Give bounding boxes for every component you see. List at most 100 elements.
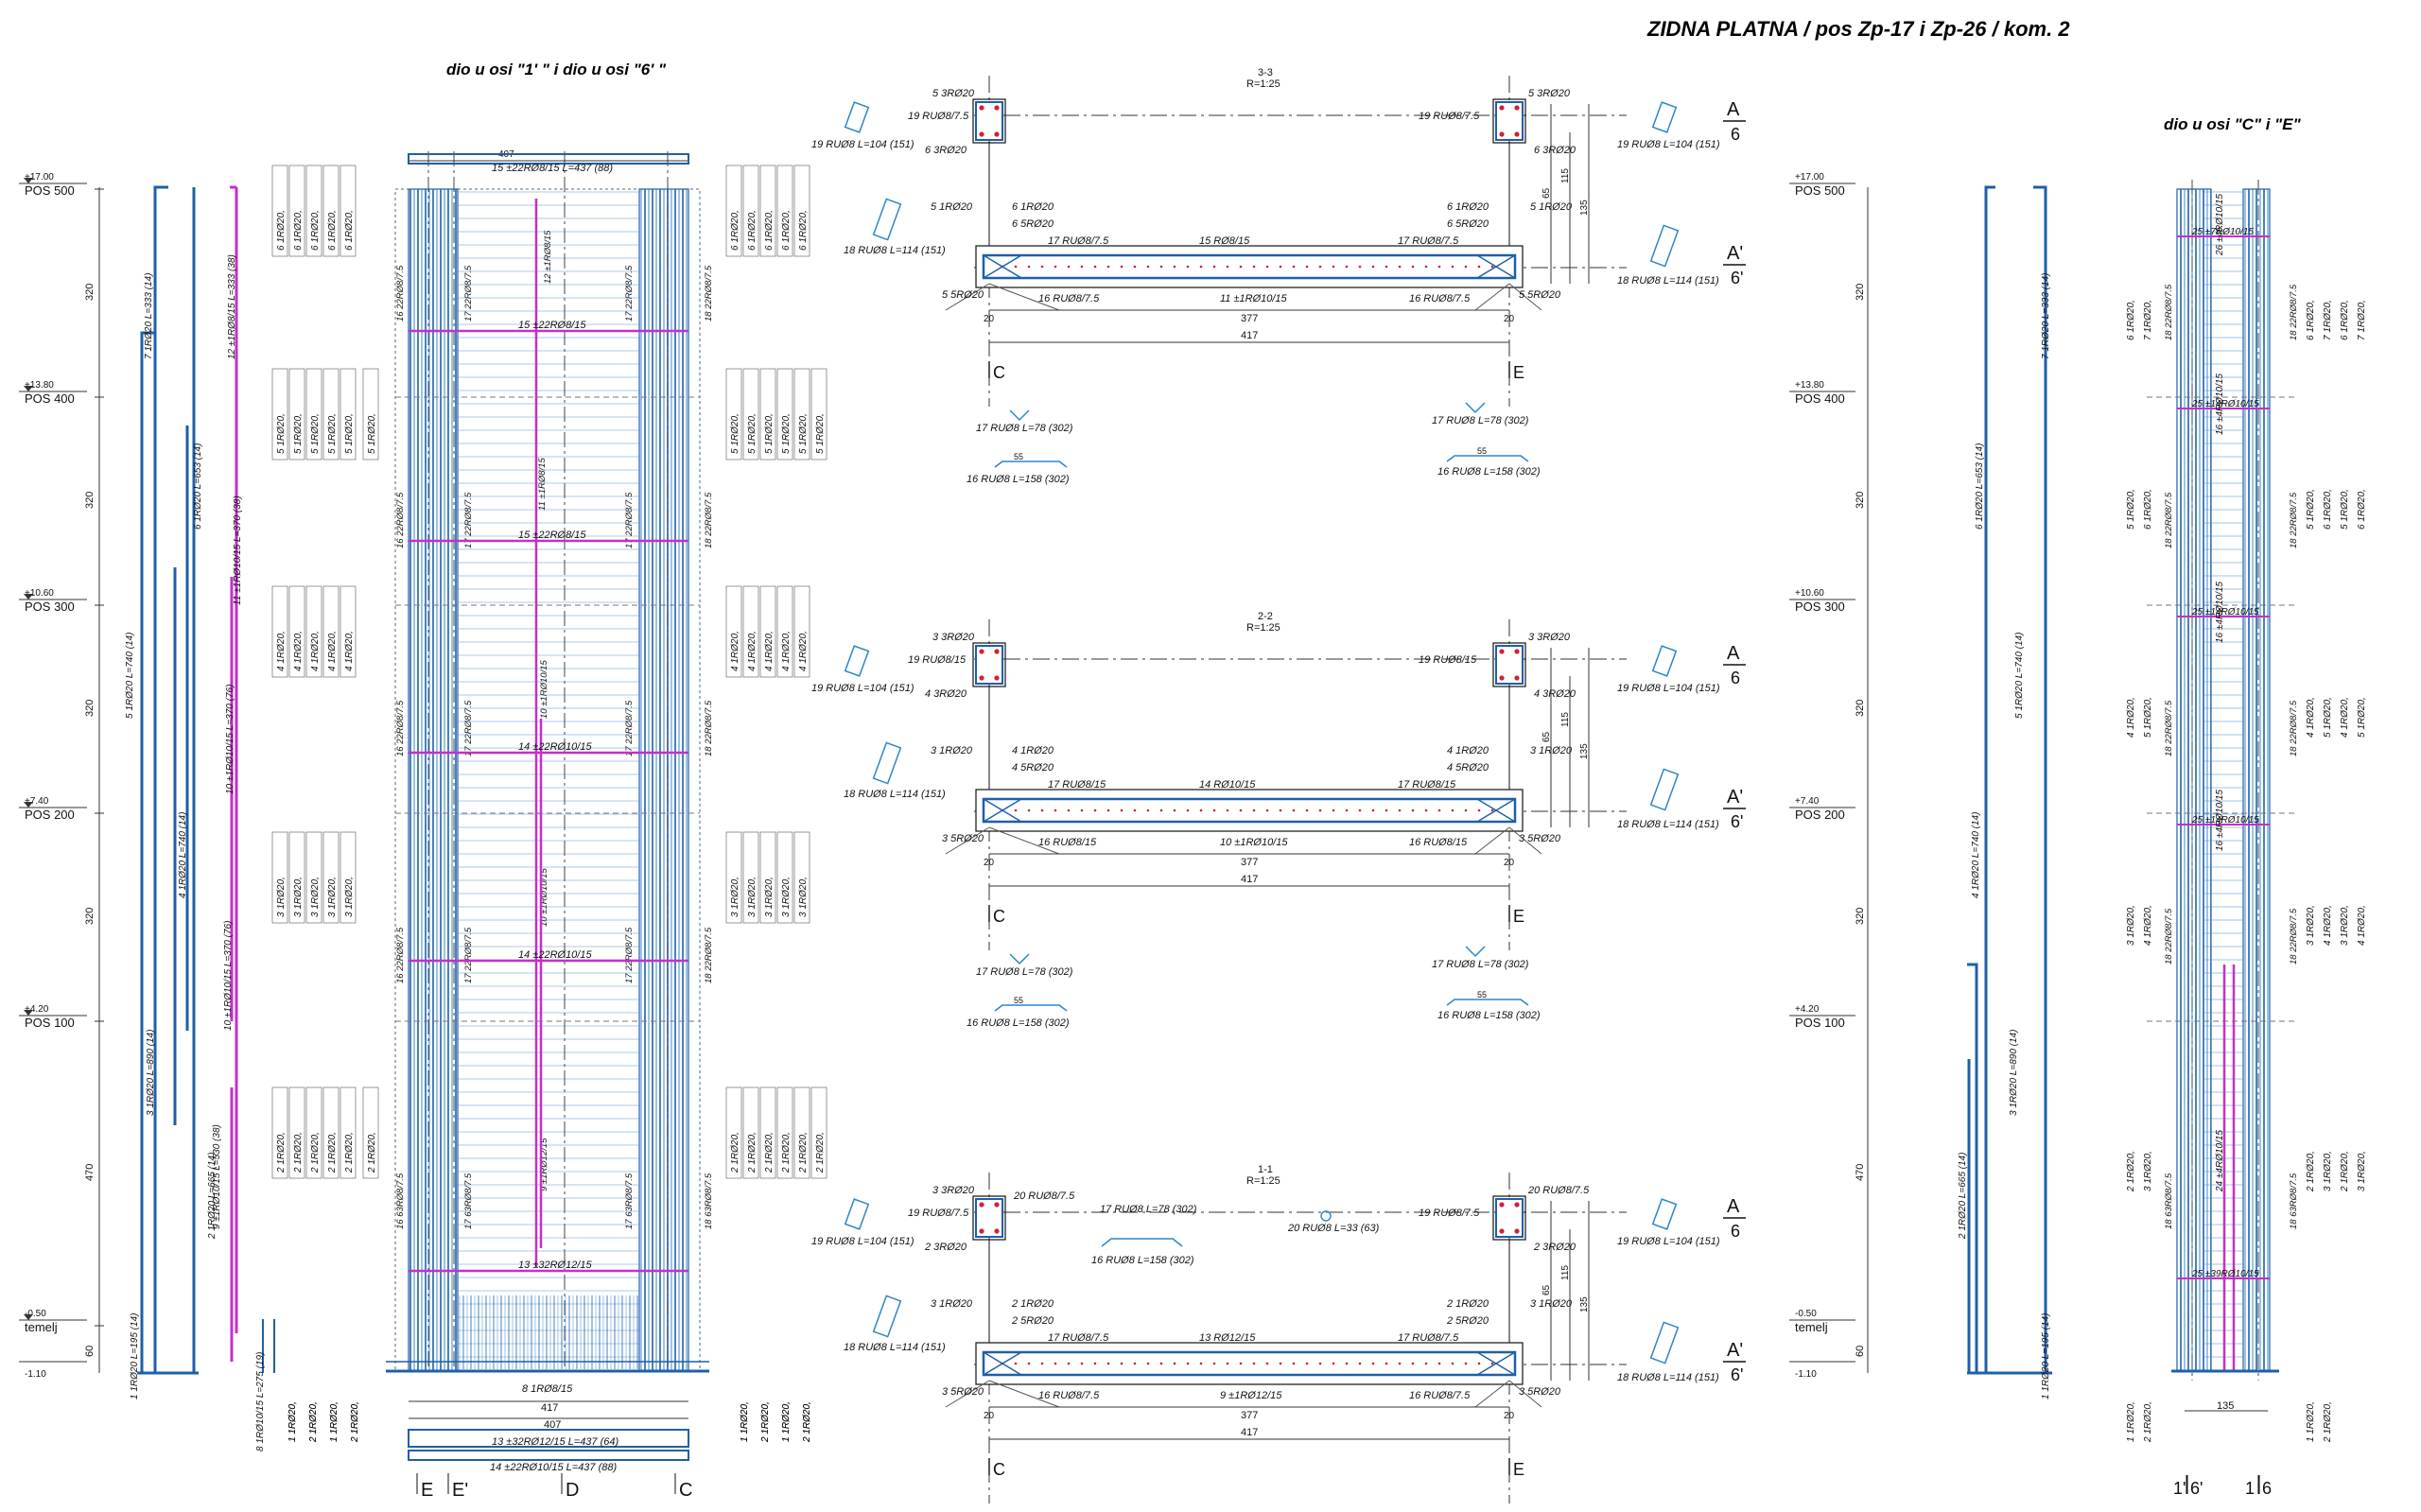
left-bottom-bar14: 14 ±22RØ10/15 L=437 (88)	[490, 1462, 617, 1473]
bar-callout: 6 1RØ20,	[310, 210, 321, 251]
vertical-mesh-label: 24 ±4RØ10/15	[2215, 1130, 2225, 1192]
bar-callout: 3 1RØ20,	[781, 877, 792, 917]
bar-callout: 5 1RØ20,	[2357, 697, 2367, 738]
bar-callout: 2 1RØ20,	[747, 1132, 758, 1173]
vertical-mesh-label: 26 ±4RØ10/15	[2215, 194, 2225, 256]
horizontal-bar-label: 14 ±22RØ10/15	[518, 741, 592, 753]
bar-callout: 3 1RØ20,	[327, 877, 338, 917]
horizontal-bar-label: 13 ±32RØ12/15	[518, 1260, 592, 1271]
bar-callout: 3 1RØ20,	[2143, 1151, 2153, 1191]
section-label: 3 1RØ20	[931, 745, 973, 756]
axis-a-prime: A'	[1727, 243, 1743, 264]
bar-callout: 6 1RØ20,	[2323, 489, 2333, 530]
axis-a-sub: 6	[1731, 1222, 1740, 1241]
section-label: 19 RUØ8/15	[908, 654, 967, 666]
left-column-e	[408, 188, 459, 1372]
bar-callout: 4 1RØ20,	[781, 631, 792, 671]
bar-callout: 6 1RØ20,	[764, 210, 775, 251]
wall-bar-label: 18 22RØ8/7.5	[2289, 284, 2299, 340]
stirrup-label: 18 RUØ8 L=114 (151)	[844, 245, 946, 256]
bar-callout: 5 1RØ20,	[276, 413, 287, 454]
wall-bar-label: 18 22RØ8/7.5	[704, 492, 714, 548]
storey-dim: 320	[1855, 700, 1866, 717]
link-label: 17 RUØ8 L=78 (302)	[976, 423, 1073, 434]
dim-outer: 417	[1241, 874, 1258, 885]
bar-callout: 2 1RØ20,	[730, 1132, 740, 1173]
bar-callout: 6 1RØ20,	[781, 210, 792, 251]
section-label: 16 RUØ8/15	[1409, 837, 1468, 848]
link-label: 16 RUØ8 L=158 (302)	[1437, 466, 1541, 478]
bar-callout: 1 1RØ20,	[2306, 1401, 2316, 1442]
bar-callout: 2 1RØ20,	[2323, 1401, 2333, 1443]
bar-callout: 4 1RØ20,	[293, 631, 304, 671]
bar-callout: 2 1RØ20,	[802, 1401, 812, 1443]
left-mesh-bars	[230, 185, 275, 1373]
section-label: 11 ±1RØ10/15	[1220, 293, 1288, 304]
bar-callout: 2 1RØ20,	[308, 1401, 319, 1443]
section-label: 2 1RØ20	[1011, 1298, 1054, 1310]
left-bottom-bar8: 8 1RØ8/15	[522, 1383, 573, 1395]
bar-callout: 4 1RØ20,	[2323, 905, 2333, 946]
section-label: 20 RUØ8/7.5	[1527, 1185, 1590, 1196]
stirrup-label: 19 RUØ8 L=104 (151)	[811, 139, 914, 150]
axis-c: C	[993, 907, 1005, 926]
axis-a-prime: A'	[1727, 1340, 1743, 1361]
section-label: 16 RUØ8/7.5	[1038, 293, 1100, 304]
bar-callout: 5 1RØ20,	[344, 413, 355, 454]
section-label: 5 3RØ20	[932, 88, 975, 99]
axis-a-prime-sub: 6'	[1731, 812, 1743, 831]
bar-callout: 4 1RØ20,	[730, 631, 740, 671]
bar-callout: 6 1RØ20,	[2143, 489, 2153, 530]
bar-callout: 2 1RØ20,	[327, 1132, 338, 1173]
bar-callout: 1 1RØ20,	[781, 1401, 792, 1442]
dim: 20	[1504, 858, 1515, 868]
level-elevation: +10.60	[25, 588, 54, 599]
section-label: 4 5RØ20	[1012, 762, 1054, 773]
bar-callout: 5 1RØ20,	[730, 413, 740, 454]
level-elevation: +10.60	[1795, 588, 1824, 599]
bar-callout: 2 1RØ20,	[344, 1132, 355, 1173]
stirrup-label: 18 RUØ8 L=114 (151)	[1617, 1372, 1719, 1383]
wall-bar-label: 18 22RØ8/7.5	[2164, 700, 2174, 756]
bar-callout: 2 1RØ20,	[764, 1132, 775, 1173]
bar-callout: 2 1RØ20,	[815, 1132, 826, 1173]
level-name: temelj	[25, 1320, 58, 1334]
stirrup-label: 19 RUØ8 L=104 (151)	[1617, 683, 1720, 694]
horizontal-bar-label: 15 ±22RØ8/15	[518, 320, 586, 331]
bar-callout: 5 1RØ20,	[293, 413, 304, 454]
bar-callout: 1 1RØ20,	[287, 1401, 298, 1442]
section-label: 17 RUØ8/7.5	[1398, 1332, 1459, 1344]
axis-label: C	[679, 1480, 692, 1501]
bar-callout: 5 1RØ20,	[764, 413, 775, 454]
level-name: POS 400	[25, 391, 75, 406]
vertical-bar-label: 4 1RØ20 L=740 (14)	[1971, 812, 1981, 898]
dim: 55	[1477, 990, 1487, 999]
section-label: 16 RUØ8/7.5	[1038, 1390, 1100, 1401]
section-label: 17 RUØ8/7.5	[1048, 1332, 1109, 1344]
wall-bar-label: 16 22RØ8/7.5	[395, 492, 406, 548]
bar-callout: 4 1RØ20,	[276, 631, 287, 671]
section-scale: R=1:25	[1246, 78, 1280, 90]
bar-callout: 2 1RØ20,	[760, 1401, 771, 1443]
axis-label: E	[421, 1480, 433, 1501]
section-label: 5 1RØ20	[931, 201, 973, 213]
storey-dim: 320	[84, 700, 96, 717]
mesh-bar-label: 11 ±1RØ10/15 L=370 (38)	[233, 495, 243, 605]
link-label: 16 RUØ8 L=158 (302)	[967, 1017, 1070, 1029]
vertical-mesh-label: 16 ±4RØ10/15	[2215, 790, 2225, 851]
bar-callout: 2 1RØ20,	[2143, 1401, 2153, 1443]
storey-dim: 470	[84, 1164, 96, 1181]
dim: 55	[1014, 996, 1023, 1005]
bar-callout: 4 1RØ20,	[798, 631, 809, 671]
vertical-bar-label: 7 1RØ20 L=333 (14)	[2041, 273, 2051, 359]
wall-bar-label: 16 22RØ8/7.5	[395, 265, 406, 322]
bar-callout: 6 1RØ20,	[2126, 300, 2136, 340]
bar-callout: 4 1RØ20,	[2306, 697, 2316, 738]
right-vertical-bars	[1967, 185, 2052, 1375]
wall-bar-label: 18 22RØ8/7.5	[2164, 908, 2174, 965]
mesh-bar-label: 12 ±1RØ8/15 L=333 (38)	[227, 254, 237, 359]
